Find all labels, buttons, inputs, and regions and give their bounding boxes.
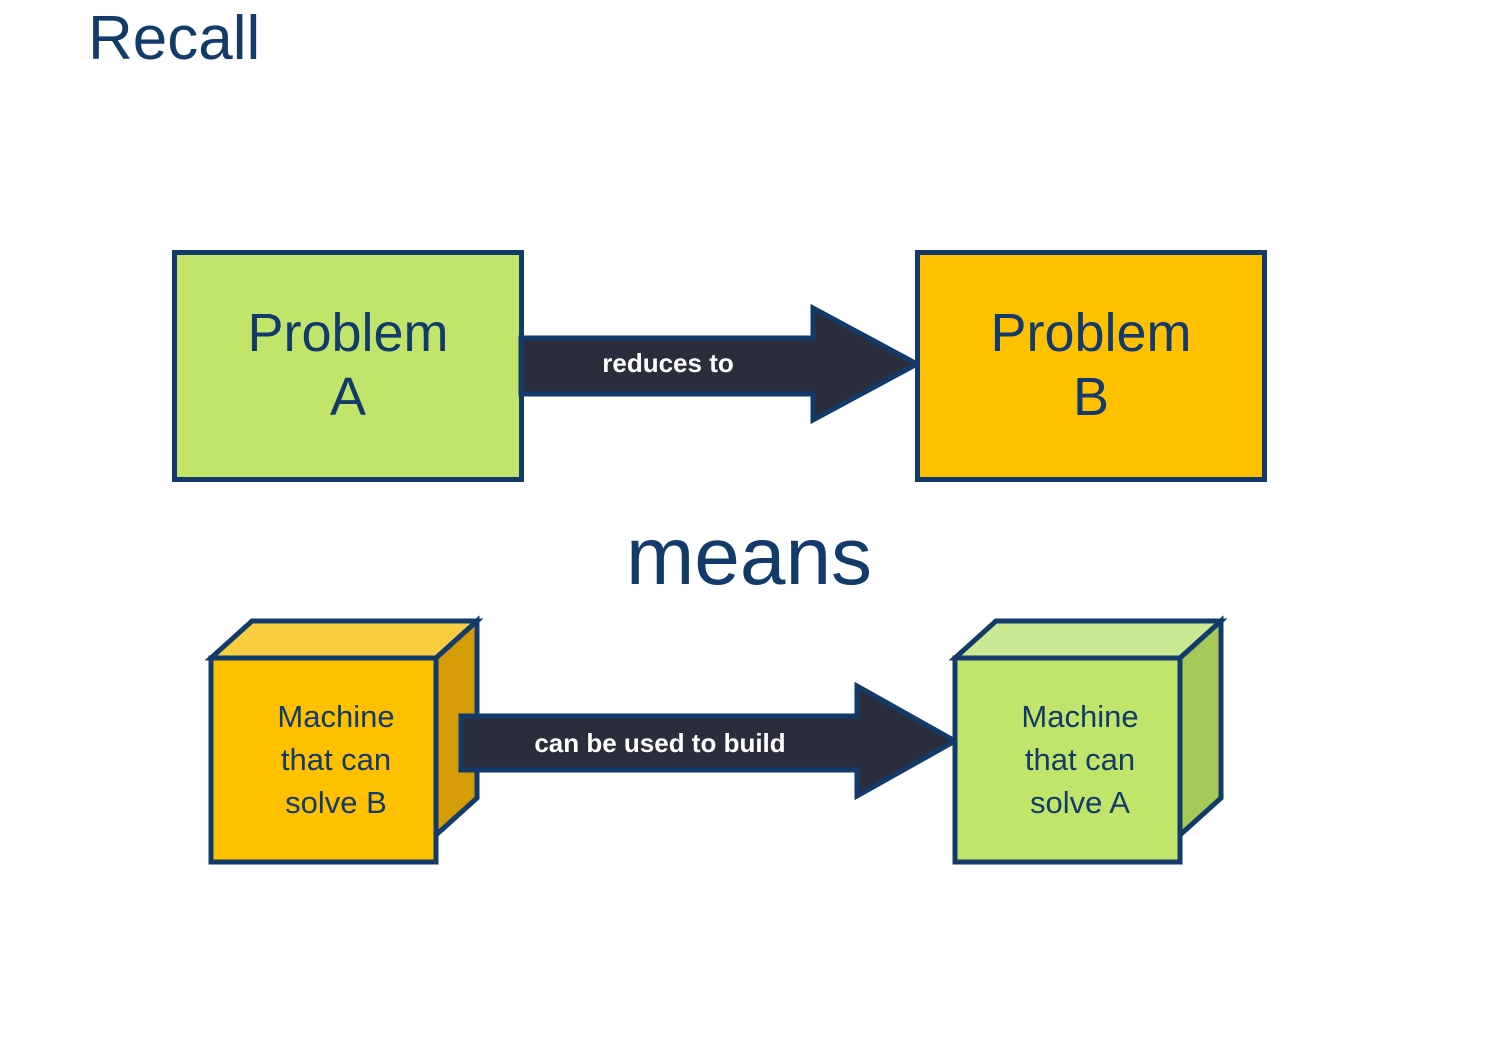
arrow-shape	[518, 303, 923, 425]
machine-solve-a-cube[interactable]: Machine that can solve A	[948, 615, 1228, 866]
reduces-to-arrow[interactable]	[518, 300, 923, 428]
means-connector-text: means	[625, 511, 873, 602]
machine-solve-b-label: Machine that can solve B	[277, 699, 395, 820]
problem-a-label: Problem A	[247, 303, 449, 427]
cube-top-face	[948, 618, 1228, 661]
problem-b-label: Problem B	[990, 303, 1192, 427]
problem-a-box[interactable]: Problem A	[172, 250, 524, 482]
reduces-to-arrow-label: reduces to	[602, 348, 734, 378]
cube-top-face	[204, 618, 484, 661]
cube-front-face	[208, 655, 439, 865]
cube-front-face	[952, 655, 1183, 865]
can-be-used-to-build-arrow-label: can be used to build	[534, 728, 786, 758]
machine-solve-b-cube[interactable]: Machine that can solve B	[204, 615, 484, 866]
problem-b-box[interactable]: Problem B	[915, 250, 1267, 482]
machine-solve-a-label: Machine that can solve A	[1021, 699, 1139, 820]
arrow-shape	[458, 681, 961, 801]
page-title: Recall	[88, 4, 261, 73]
can-be-used-to-build-arrow[interactable]	[458, 680, 961, 802]
